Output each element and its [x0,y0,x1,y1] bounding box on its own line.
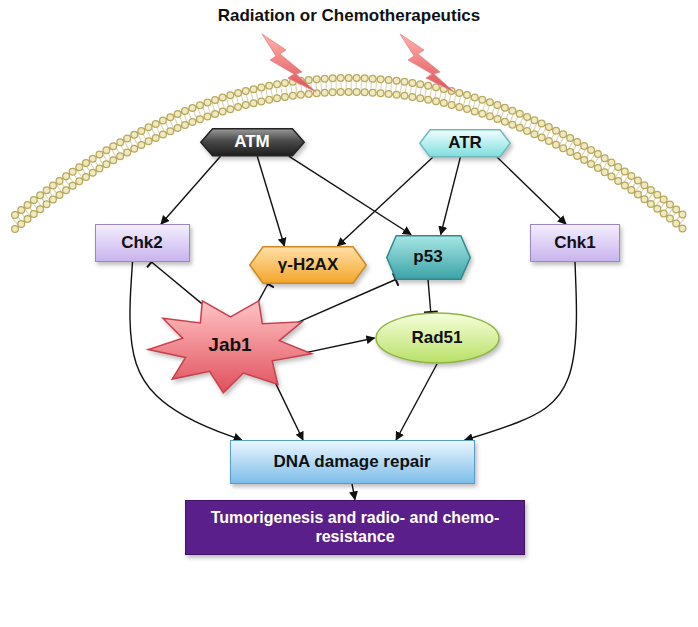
hexagon-shape [420,130,511,157]
node-label: Chk2 [121,233,163,253]
activation-arrow [275,381,303,440]
lightning-bolt [400,34,454,92]
figure-title-text: Radiation or Chemotherapeutics [218,6,481,25]
activation-arrow [352,484,355,500]
text-wrap: ATR [448,133,482,153]
node-label: ATR [448,133,482,153]
text-wrap: Chk2 [121,233,163,253]
node-label: Tumorigenesis and radio- and chemo-resis… [195,508,515,546]
jab1-starburst: Jab1 [148,298,313,393]
ellipse-shape [376,313,499,363]
hexagon-shape [200,129,304,156]
hexagon-shape [250,247,367,284]
inhibition-connector [296,280,396,324]
activation-arrow [257,156,284,246]
node-label: Rad51 [411,328,462,348]
text-wrap: Jab1 [208,334,251,357]
node-label: Jab1 [208,334,251,357]
node-label: γ-H2AX [278,255,338,275]
membrane-heads-inner [15,92,683,229]
cell-membrane [15,78,683,229]
text-wrap: Tumorigenesis and radio- and chemo-resis… [195,508,515,546]
text-wrap: p53 [413,247,442,267]
protein-hexagon: p53 [386,235,471,280]
text-wrap: γ-H2AX [278,255,338,275]
figure-title: Radiation or Chemotherapeutics [0,6,698,26]
node-label: p53 [413,247,442,267]
kinase-hexagon: ATM [200,128,305,156]
activation-arrow [161,156,221,224]
inhibition-connector [428,280,431,313]
checkpoint-box: Chk1 [530,224,620,262]
membrane-heads-inner [15,92,683,229]
outcome-box: Tumorigenesis and radio- and chemo-resis… [185,500,525,555]
kinase-hexagon: ATR [419,129,511,157]
activation-arrow [441,157,461,234]
activation-arrow [338,157,433,246]
activation-arrow [396,364,437,440]
lightning-bolt [262,34,316,92]
text-wrap: Rad51 [411,328,462,348]
activation-arrow [306,338,375,353]
node-label: DNA damage repair [273,452,430,472]
activation-arrow [497,157,566,224]
process-box: DNA damage repair [230,440,475,484]
text-wrap: Chk1 [554,233,596,253]
hexagon-shape [386,235,470,279]
node-label: ATM [234,132,270,152]
checkpoint-box: Chk2 [95,224,190,262]
membrane-tails [15,85,683,222]
node-label: Chk1 [554,233,596,253]
protein-ellipse: Rad51 [375,312,500,364]
marker-hexagon: γ-H2AX [249,246,367,284]
text-wrap: DNA damage repair [273,452,430,472]
inhibition-connector [152,262,204,305]
starburst-shape [148,300,311,392]
text-wrap: ATM [234,132,270,152]
